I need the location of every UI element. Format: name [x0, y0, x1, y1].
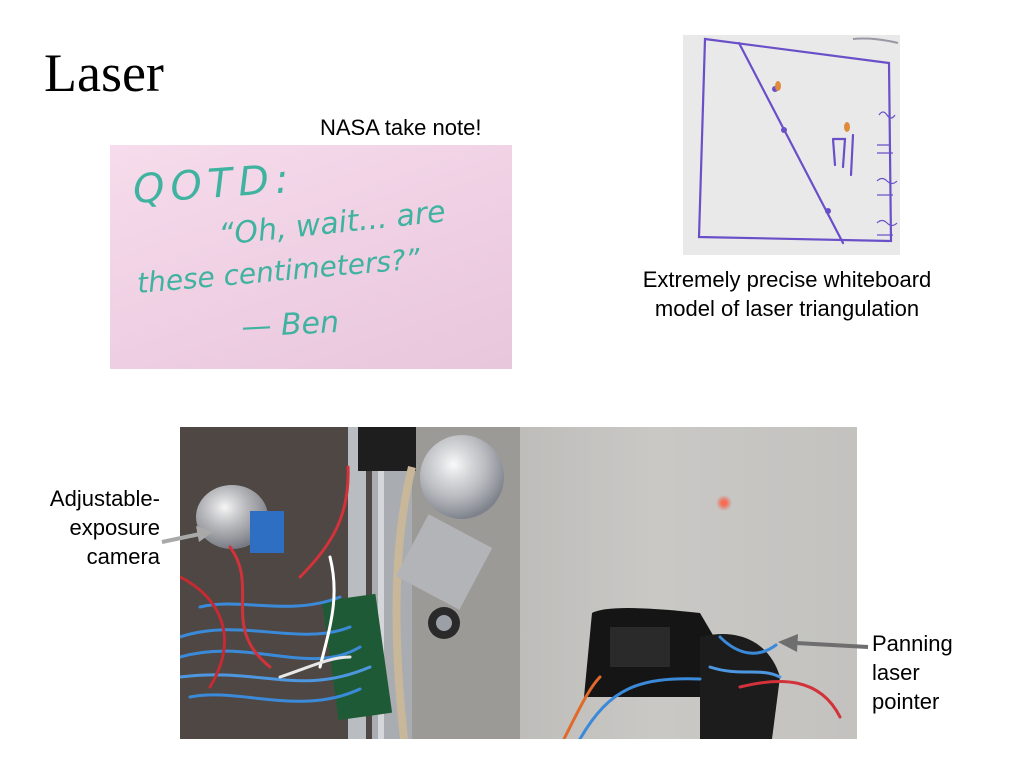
triangulation-caption-line2: model of laser triangulation [654, 296, 920, 321]
camera-caption-line1: Adjustable- [49, 486, 160, 511]
camera-caption-line2: exposure [69, 515, 160, 540]
triangulation-caption-line1: Extremely precise whiteboard [642, 267, 932, 292]
laser-caption-line2: laser [872, 660, 920, 685]
laser-pointer-arrow-icon [778, 634, 869, 652]
camera-caption-line3: camera [86, 544, 160, 569]
camera-caption: Adjustable- exposure camera [18, 484, 160, 571]
nasa-caption: NASA take note! [320, 115, 482, 140]
robot-photo [180, 427, 857, 739]
qotd-whiteboard-photo: QOTD: “Oh, wait... are these centimeters… [110, 145, 512, 369]
camera-pointer-arrow-icon [161, 526, 214, 544]
qotd-quote-author: — Ben [241, 305, 340, 345]
triangulation-caption: Extremely precise whiteboard model of la… [600, 265, 974, 323]
laser-caption-line1: Panning [872, 631, 953, 656]
laser-caption: Panning laser pointer [872, 629, 982, 716]
slide-title: Laser [44, 43, 164, 103]
laser-caption-line3: pointer [872, 689, 940, 714]
triangulation-sketch-photo [683, 35, 900, 255]
qotd-quote-line2: these centimeters?” [136, 242, 422, 300]
sketch-frame [697, 37, 893, 243]
qotd-label: QOTD: [131, 156, 296, 213]
